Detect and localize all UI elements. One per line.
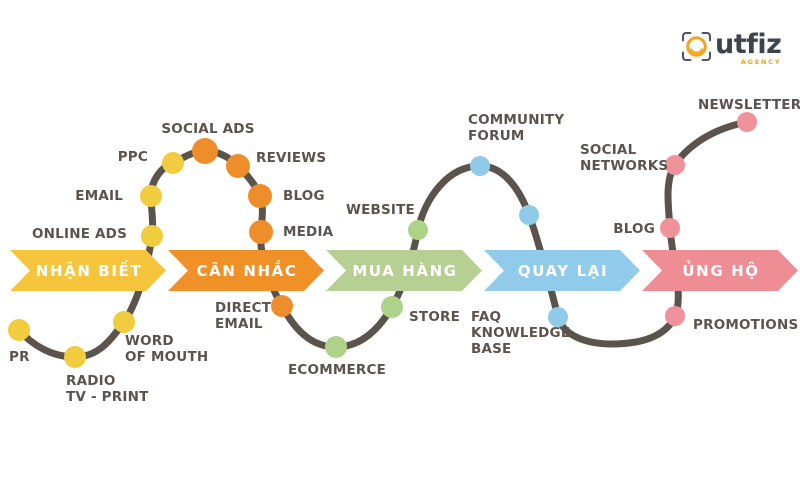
stage-retention: QUAY LẠI [484,250,640,291]
reviews-label: REVIEWS [256,150,327,166]
blog-advocacy-label: BLOG [613,221,655,237]
social-networks-dot [665,155,685,175]
stage-advocacy: ỦNG HỘ [642,250,798,291]
logo-tagline: AGENCY [740,58,782,66]
stage-label-consideration: CÂN NHẮC [196,261,298,280]
stage-purchase: MUA HÀNG [326,250,482,291]
retention-mid-dot-dot [519,205,539,225]
blog-consideration-label: BLOG [283,188,325,204]
store-label: STORE [409,309,461,325]
word-of-mouth-dot [113,311,135,333]
media-dot [249,220,273,244]
social-ads-label: SOCIAL ADS [161,121,255,137]
promotions-dot [665,306,685,326]
stage-label-retention: QUAY LẠI [517,261,609,280]
promotions-label: PROMOTIONS [693,317,799,333]
ecommerce-dot [325,336,347,358]
pr-dot [8,319,30,341]
newsletter-label: NEWSLETTER [698,97,800,113]
online-ads-dot [141,225,163,247]
faq-knowledge-base-dot [548,307,568,327]
stage-awareness: NHẬN BIẾT [10,250,166,291]
website-label: WEBSITE [346,202,415,218]
stage-consideration: CÂN NHẮC [168,250,324,291]
logo-ring-icon [686,36,707,57]
ppc-label: PPC [117,149,148,165]
stage-label-advocacy: ỦNG HỘ [682,261,760,280]
logo-wordmark: utfiz [715,29,782,60]
email-dot [140,185,162,207]
blog-consideration-dot [248,184,272,208]
direct-email-dot [271,295,293,317]
media-label: MEDIA [283,224,334,240]
email-label: EMAIL [75,188,123,204]
social-ads-dot [192,138,218,164]
logo-smile-icon [689,48,704,54]
stage-label-awareness: NHẬN BIẾT [35,261,143,280]
pr-label: PR [9,349,30,365]
radio-tv-print-dot [64,346,86,368]
ecommerce-label: ECOMMERCE [287,362,387,378]
outfiz-logo-mark [682,32,711,61]
ppc-dot [162,152,184,174]
online-ads-label: ONLINE ADS [32,226,127,242]
community-forum-dot [470,156,490,176]
website-dot [408,220,428,240]
store-dot [381,296,403,318]
stage-label-purchase: MUA HÀNG [352,261,458,280]
newsletter-dot [737,112,757,132]
reviews-dot [226,154,250,178]
blog-advocacy-dot [660,218,680,238]
outfiz-logo: utfiz AGENCY [681,29,782,66]
